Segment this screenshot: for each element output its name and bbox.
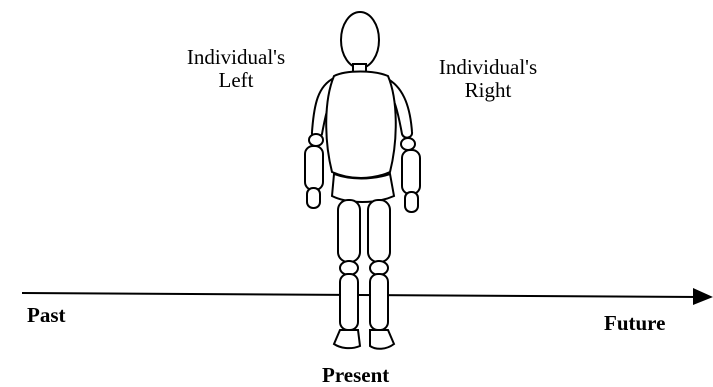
mannequin-knee-right — [370, 261, 388, 275]
past-label: Past — [27, 304, 66, 327]
mannequin-foot-left — [334, 330, 360, 348]
present-label: Present — [322, 364, 389, 387]
mannequin-thigh-right — [368, 200, 390, 262]
timeline-axis — [22, 288, 713, 305]
individual-right-label: Individual's Right — [428, 56, 548, 102]
wooden-mannequin-icon — [305, 12, 420, 349]
mannequin-forearm-left — [305, 146, 323, 190]
mannequin-forearm-right — [402, 150, 420, 194]
mannequin-elbow-right — [401, 138, 415, 150]
individual-left-label: Individual's Left — [176, 46, 296, 92]
right-arrow-icon — [693, 288, 713, 305]
mannequin-thigh-left — [338, 200, 360, 262]
mannequin-head — [341, 12, 379, 68]
mannequin-pelvis — [332, 174, 394, 202]
mannequin-hand-right — [405, 192, 418, 212]
timeline-line — [22, 293, 700, 297]
individual-right-line1: Individual's — [428, 56, 548, 79]
mannequin-foot-right — [370, 330, 394, 349]
individual-right-line2: Right — [428, 79, 548, 102]
mannequin-torso — [326, 72, 396, 179]
mannequin-hand-left — [307, 188, 320, 208]
individual-left-line1: Individual's — [176, 46, 296, 69]
mannequin-knee-left — [340, 261, 358, 275]
mannequin-shin-left — [340, 274, 358, 330]
individual-left-line2: Left — [176, 69, 296, 92]
mannequin-elbow-left — [309, 134, 323, 146]
future-label: Future — [604, 312, 665, 335]
mannequin-shin-right — [370, 274, 388, 330]
